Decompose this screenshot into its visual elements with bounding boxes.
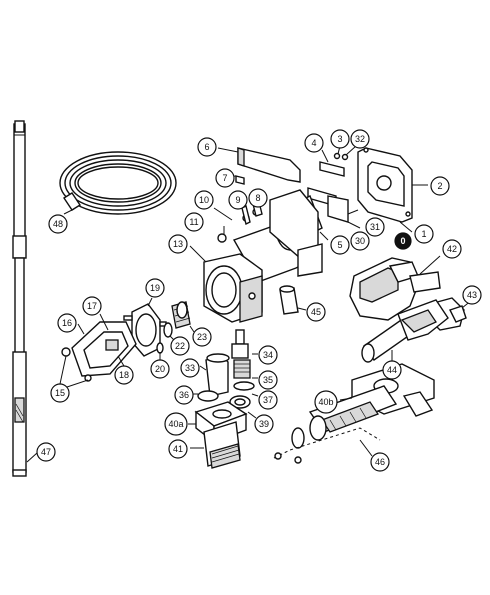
svg-text:23: 23 — [197, 332, 207, 342]
svg-text:35: 35 — [263, 375, 273, 385]
motor-housing-part-13 — [189, 189, 323, 323]
callout-36: 36 — [174, 385, 194, 405]
filter-valve-parts-33-39 — [192, 329, 259, 419]
svg-text:33: 33 — [185, 363, 195, 373]
callout-17: 17 — [82, 296, 102, 316]
callout-13: 13 — [168, 234, 188, 254]
callout-23: 23 — [192, 327, 212, 347]
callout-15: 15 — [50, 383, 70, 403]
callout-37: 37 — [258, 390, 278, 410]
callout-30: 30 — [350, 231, 370, 251]
callout-45: 45 — [306, 302, 326, 322]
callout-10: 10 — [194, 190, 214, 210]
hardware-parts-3-4-32 — [319, 145, 357, 177]
svg-text:19: 19 — [150, 283, 160, 293]
callout-16: 16 — [57, 313, 77, 333]
mounting-plate-part-2 — [357, 147, 428, 223]
callout-40a: 40a — [164, 412, 188, 436]
callout-41: 41 — [168, 439, 188, 459]
callout-34: 34 — [258, 345, 278, 365]
suction-tube-part-47 — [12, 120, 38, 477]
callout-40b: 40b — [314, 390, 338, 414]
callout-44: 44 — [382, 360, 402, 380]
nozzle-spout-part-44 — [361, 299, 449, 363]
callout-31: 31 — [365, 217, 385, 237]
svg-text:1: 1 — [421, 229, 426, 239]
svg-text:43: 43 — [467, 290, 477, 300]
svg-text:34: 34 — [263, 350, 273, 360]
fitting-part-45 — [279, 285, 307, 315]
seals-parts-20-22-23 — [156, 301, 195, 360]
svg-text:17: 17 — [87, 301, 97, 311]
callout-46: 46 — [370, 452, 390, 472]
callout-0: 0 — [394, 232, 412, 250]
svg-text:39: 39 — [259, 419, 269, 429]
svg-text:36: 36 — [179, 390, 189, 400]
svg-text:46: 46 — [375, 457, 385, 467]
svg-text:6: 6 — [204, 142, 209, 152]
outlet-assembly-parts-40b-46 — [273, 363, 435, 464]
callout-20: 20 — [150, 359, 170, 379]
svg-text:16: 16 — [62, 318, 72, 328]
svg-text:37: 37 — [263, 395, 273, 405]
svg-text:20: 20 — [155, 364, 165, 374]
callout-5: 5 — [330, 235, 350, 255]
cover-part-6 — [217, 147, 301, 183]
callout-39: 39 — [254, 414, 274, 434]
callout-4: 4 — [304, 133, 324, 153]
svg-text:2: 2 — [437, 181, 442, 191]
callout-9: 9 — [228, 190, 248, 210]
svg-text:8: 8 — [255, 193, 260, 203]
callout-47: 47 — [36, 442, 56, 462]
callout-32: 32 — [350, 129, 370, 149]
svg-text:11: 11 — [189, 217, 198, 227]
callout-8: 8 — [248, 188, 268, 208]
svg-text:30: 30 — [355, 236, 365, 246]
svg-text:3: 3 — [337, 134, 342, 144]
callout-11: 11 — [184, 212, 204, 232]
svg-text:40a: 40a — [168, 419, 183, 429]
callout-3: 3 — [330, 129, 350, 149]
svg-text:15: 15 — [55, 388, 65, 398]
callout-22: 22 — [170, 336, 190, 356]
svg-text:13: 13 — [173, 239, 183, 249]
svg-text:0: 0 — [400, 236, 405, 246]
callout-19: 19 — [145, 278, 165, 298]
pump-base-parts-40a-41 — [188, 401, 248, 469]
svg-text:7: 7 — [222, 173, 227, 183]
svg-text:48: 48 — [53, 219, 63, 229]
callout-1: 1 — [414, 224, 434, 244]
svg-text:47: 47 — [41, 447, 51, 457]
svg-text:41: 41 — [173, 444, 183, 454]
cover-plate-parts-16-17-18 — [59, 313, 137, 389]
svg-text:45: 45 — [311, 307, 321, 317]
hose-coil-part-48 — [59, 151, 177, 215]
callout-48: 48 — [48, 214, 68, 234]
callout-18: 18 — [114, 365, 134, 385]
svg-text:42: 42 — [447, 244, 457, 254]
svg-text:44: 44 — [387, 365, 397, 375]
svg-text:10: 10 — [199, 195, 209, 205]
svg-text:18: 18 — [119, 370, 129, 380]
callout-42: 42 — [442, 239, 462, 259]
callout-6: 6 — [197, 137, 217, 157]
callout-7: 7 — [215, 168, 235, 188]
svg-text:9: 9 — [235, 195, 240, 205]
svg-text:22: 22 — [175, 341, 185, 351]
svg-text:31: 31 — [370, 222, 380, 232]
callout-43: 43 — [462, 285, 482, 305]
callout-2: 2 — [430, 176, 450, 196]
svg-text:4: 4 — [311, 138, 316, 148]
svg-text:5: 5 — [337, 240, 342, 250]
svg-text:32: 32 — [355, 134, 365, 144]
nozzle-body-part-42 — [349, 255, 441, 321]
svg-text:40b: 40b — [318, 397, 333, 407]
callout-35: 35 — [258, 370, 278, 390]
callout-33: 33 — [180, 358, 200, 378]
